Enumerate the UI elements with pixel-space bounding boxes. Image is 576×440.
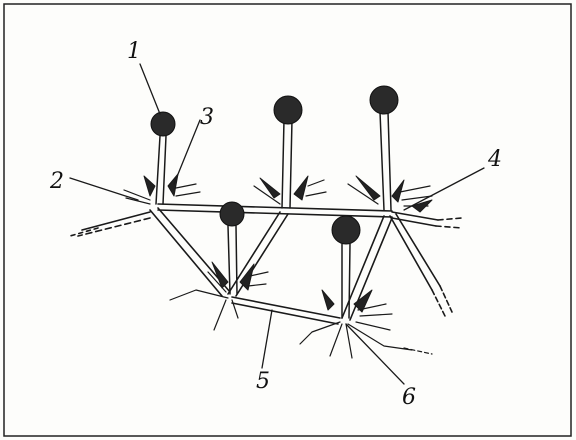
flower-head [151,112,175,136]
callout-label-6: 6 [402,385,416,410]
flower-head [274,96,302,124]
flower-head [370,86,398,114]
flower-head [220,202,244,226]
callout-label-2: 2 [49,169,64,194]
flower-head [332,216,360,244]
callout-label-4: 4 [487,147,502,172]
callout-label-1: 1 [127,39,141,64]
callout-label-3: 3 [200,105,214,130]
callout-label-5: 5 [256,369,270,394]
